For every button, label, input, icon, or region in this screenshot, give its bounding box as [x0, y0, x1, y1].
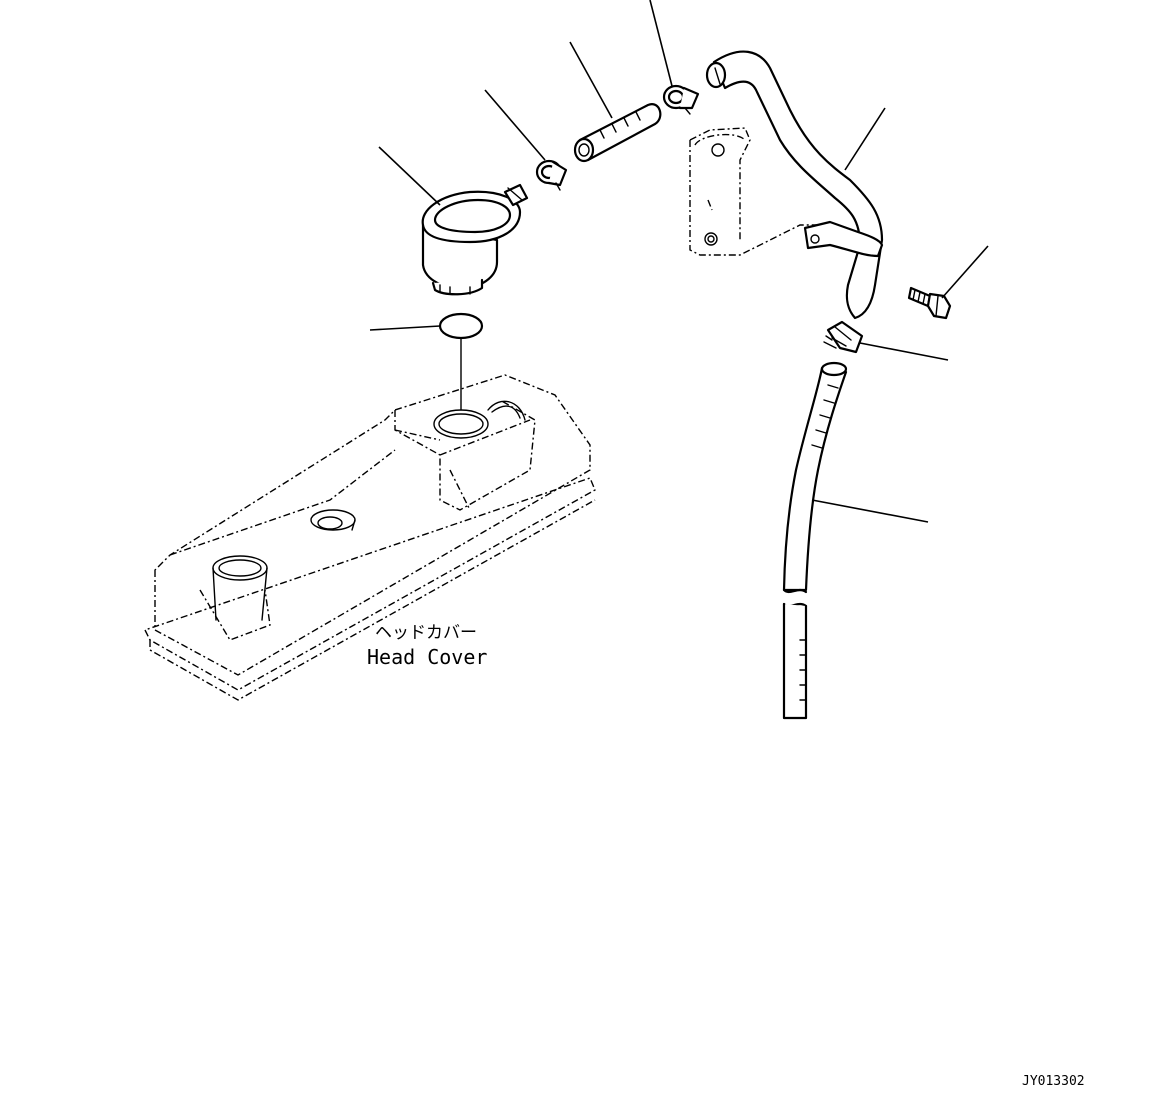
leader-drain-hose [811, 499, 929, 523]
head-cover-label-en: Head Cover [367, 645, 487, 669]
tube-clamp [803, 220, 884, 258]
hose-icon [573, 103, 662, 163]
clip-icon [823, 320, 864, 354]
bolt-icon [907, 286, 952, 320]
leader-clamp-1 [484, 89, 546, 161]
o-ring-icon [438, 312, 484, 340]
breather-icon [421, 183, 529, 296]
drawing-code: JY013302 [1022, 1074, 1085, 1089]
leader-connector-hose [569, 41, 613, 119]
clamp-icon [662, 84, 700, 115]
bracket [689, 127, 830, 256]
head-cover-label-jp: ヘッドカバー [375, 623, 477, 643]
leader-breather-tube [844, 107, 886, 171]
leader-o-ring [369, 325, 441, 331]
leader-clamp-2 [649, 0, 673, 87]
tube-icon [705, 50, 884, 320]
leader-breather [378, 146, 441, 206]
leader-hose-clip [859, 342, 949, 361]
hose-icon [782, 361, 848, 720]
leader-bolt [941, 245, 989, 299]
clamp-icon [535, 159, 568, 191]
